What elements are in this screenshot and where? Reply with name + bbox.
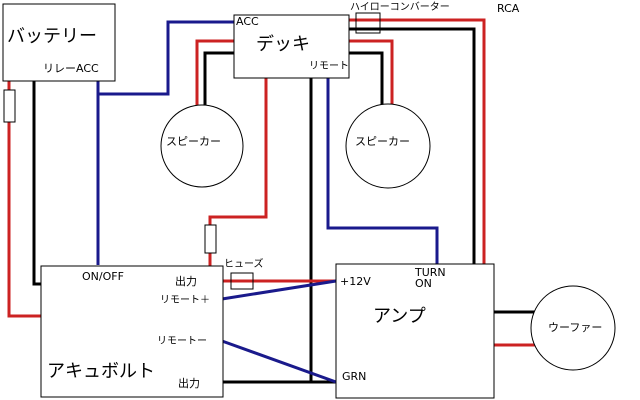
left-speaker-label: スピーカー xyxy=(166,135,221,148)
deck-acc-label: ACC xyxy=(236,15,259,28)
deck-remote-label: リモート xyxy=(309,61,349,72)
right-speaker-label: スピーカー xyxy=(355,135,410,148)
fuse-label: ヒューズ xyxy=(224,257,264,270)
wire-remote-minus-blue xyxy=(221,339,337,384)
wire-battery-black xyxy=(32,80,42,286)
woofer-circle xyxy=(530,285,616,371)
wire-deck-black-right-speaker xyxy=(349,51,384,108)
accubolt-remote-minus-label: リモートー xyxy=(157,336,207,347)
amp-turn-label: TURN xyxy=(414,266,446,279)
battery-fuse-icon xyxy=(3,89,16,123)
wire-hilo-red xyxy=(349,18,486,264)
wire-deck-red-left-speaker xyxy=(195,39,235,108)
accubolt-on-off-label: ON/OFF xyxy=(82,270,124,283)
accubolt-output-bottom-label: 出力 xyxy=(178,376,200,390)
accubolt-box xyxy=(40,265,224,398)
battery-label: バッテリー xyxy=(7,26,97,47)
wire-hilo-black xyxy=(349,27,476,264)
wire-deck-red-right-speaker xyxy=(349,39,394,108)
deck-fuse-icon xyxy=(204,224,217,254)
right-speaker-circle xyxy=(345,103,431,189)
amp-box xyxy=(335,263,495,399)
left-speaker-circle xyxy=(160,104,244,188)
wire-battery-red xyxy=(7,80,42,318)
accubolt-label: アキュボルト xyxy=(47,361,155,382)
accubolt-output-top-label: 出力 xyxy=(175,274,197,288)
battery-box xyxy=(2,3,116,82)
wire-remote-blue xyxy=(326,78,439,264)
woofer-label: ウーファー xyxy=(548,321,602,334)
accubolt-remote-plus-label: リモート＋ xyxy=(160,295,210,306)
amp-plus12v-label: +12V xyxy=(340,275,371,288)
deck-box xyxy=(233,14,350,79)
deck-label: デッキ xyxy=(256,34,310,55)
wire-deck-acc-blue xyxy=(98,20,235,96)
wire-remote-plus-blue xyxy=(221,279,337,301)
output-fuse-icon xyxy=(230,272,254,290)
amp-label: アンプ xyxy=(373,306,426,327)
rca-label: RCA xyxy=(497,2,520,15)
amp-on-label: ON xyxy=(415,277,432,290)
amp-gnd-label: GRN xyxy=(342,370,366,383)
hilo-converter-label: ハイローコンバーター xyxy=(350,1,450,13)
wire-deck-black-left-speaker xyxy=(203,51,235,108)
relay-acc-label: リレーACC xyxy=(43,62,99,75)
hilo-converter-icon xyxy=(355,12,381,34)
